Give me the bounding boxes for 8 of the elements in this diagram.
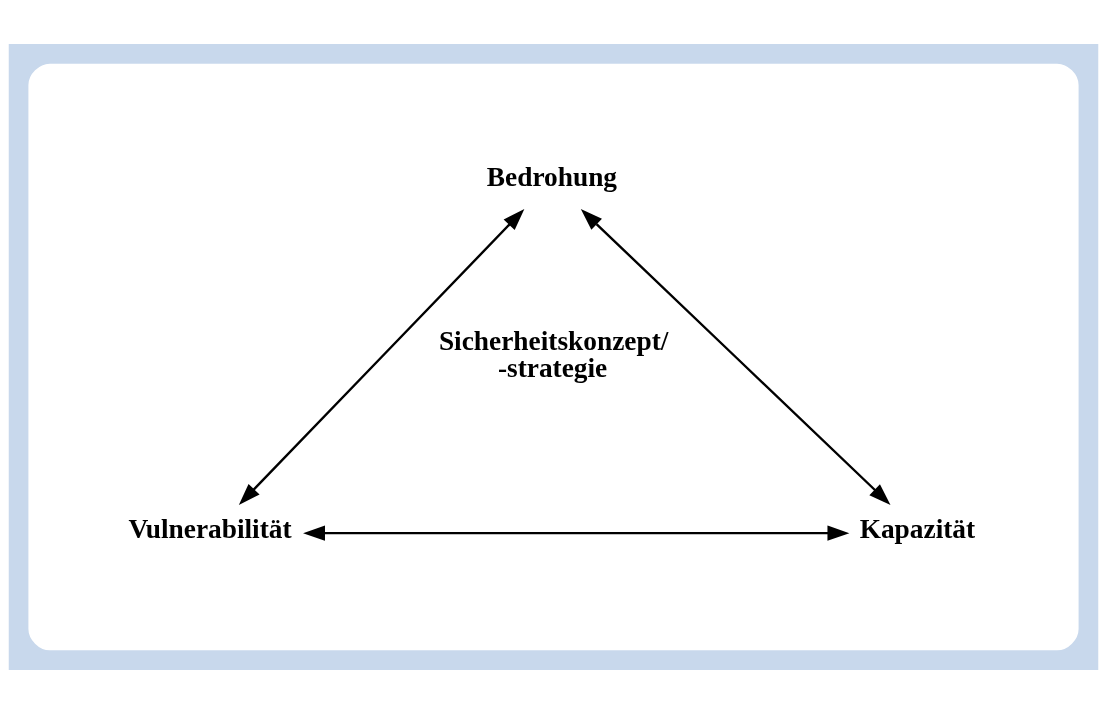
cluster [28, 63, 1079, 651]
node-text: Vulnerabilität [128, 513, 292, 544]
arrow [303, 525, 850, 541]
node-text: Bedrohung [486, 161, 618, 192]
arrow [580, 209, 891, 505]
node-text: Kapazität [859, 513, 976, 544]
node-text: Sicherheitskonzept/ -strategie [438, 325, 669, 384]
arrow [238, 209, 525, 505]
